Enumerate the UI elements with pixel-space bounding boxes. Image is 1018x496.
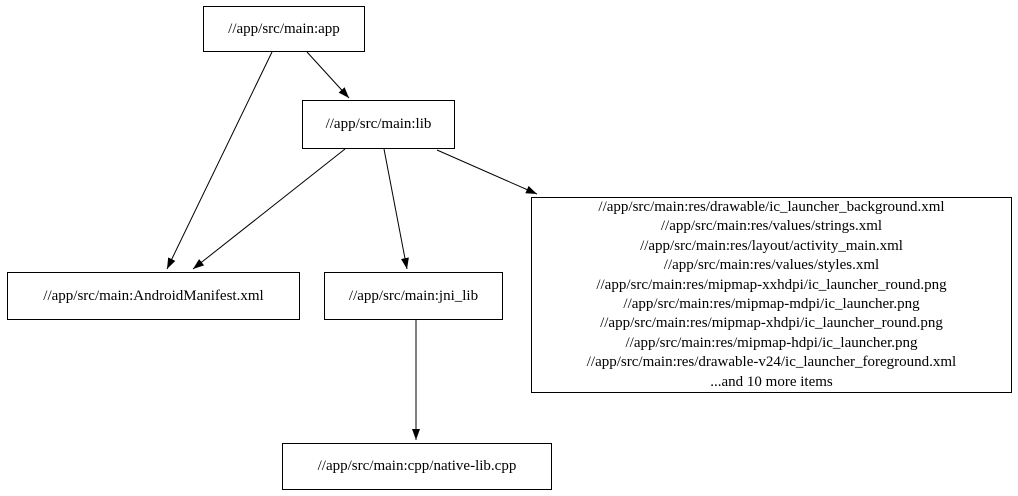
node-jni-lib: //app/src/main:jni_lib <box>324 272 503 320</box>
resource-line: //app/src/main:res/layout/activity_main.… <box>640 237 903 254</box>
node-native-lib: //app/src/main:cpp/native-lib.cpp <box>282 443 552 490</box>
node-native-lib-label: //app/src/main:cpp/native-lib.cpp <box>317 458 517 474</box>
resource-line-more: ...and 10 more items <box>710 373 833 390</box>
node-lib-label: //app/src/main:lib <box>325 116 432 132</box>
edge-lib-to-resources <box>436 149 538 195</box>
node-android-manifest: //app/src/main:AndroidManifest.xml <box>7 272 300 320</box>
node-app-label: //app/src/main:app <box>228 20 340 37</box>
resource-line: //app/src/main:res/values/styles.xml <box>663 257 880 274</box>
resource-line: //app/src/main:res/mipmap-xxhdpi/ic_laun… <box>596 276 947 293</box>
edge-app-to-manifest <box>166 51 273 270</box>
node-app: //app/src/main:app <box>203 6 365 52</box>
resource-line: //app/src/main:res/mipmap-hdpi/ic_launch… <box>625 334 918 351</box>
resource-line: //app/src/main:res/values/strings.xml <box>660 218 883 235</box>
resource-line: //app/src/main:res/mipmap-mdpi/ic_launch… <box>623 296 920 312</box>
resource-line: //app/src/main:res/drawable/ic_launcher_… <box>598 198 945 215</box>
resource-line: //app/src/main:res/mipmap-xhdpi/ic_launc… <box>600 315 943 332</box>
node-resources-group: //app/src/main:res/drawable/ic_launcher_… <box>531 197 1012 393</box>
node-lib: //app/src/main:lib <box>302 100 455 149</box>
resource-line: //app/src/main:res/drawable-v24/ic_launc… <box>586 354 957 371</box>
edge-app-to-lib <box>306 51 350 99</box>
node-jni-lib-label: //app/src/main:jni_lib <box>348 287 479 304</box>
node-android-manifest-label: //app/src/main:AndroidManifest.xml <box>43 287 264 304</box>
edge-lib-to-manifest <box>192 148 346 270</box>
edge-lib-to-jni-lib <box>383 148 409 270</box>
